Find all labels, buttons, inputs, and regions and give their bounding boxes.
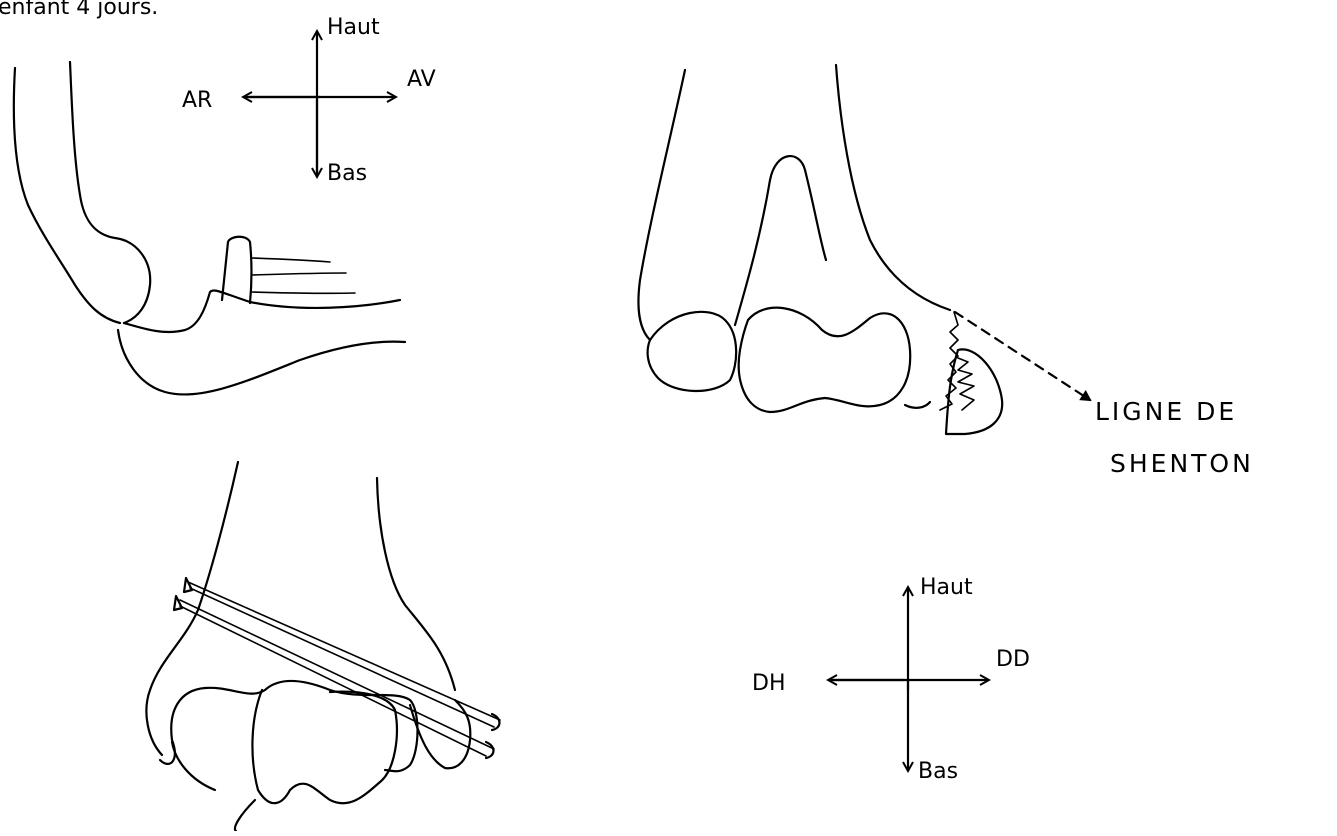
annotation-line-2: SHENTON <box>1110 449 1254 478</box>
header-fragment: enfant 4 jours. <box>0 0 158 20</box>
pinned-elbow-sketch <box>146 462 500 831</box>
compass-bottom-up-label: Haut <box>920 575 973 600</box>
compass-bottom: Haut Bas DH DD <box>752 575 1030 784</box>
compass-bottom-right-label: DD <box>996 647 1030 672</box>
compass-bottom-left-label: DH <box>752 671 785 696</box>
compass-top-up-label: Haut <box>327 15 380 40</box>
compass-top: Haut Bas AR AV <box>182 15 436 186</box>
compass-top-down-label: Bas <box>327 161 367 186</box>
shenton-dashed-line <box>955 312 1090 400</box>
ap-elbow-sketch <box>638 65 1090 434</box>
compass-bottom-down-label: Bas <box>918 759 958 784</box>
annotation-line-1: LIGNE DE <box>1095 397 1237 426</box>
compass-top-right-label: AV <box>407 67 436 92</box>
compass-top-left-label: AR <box>182 88 212 113</box>
